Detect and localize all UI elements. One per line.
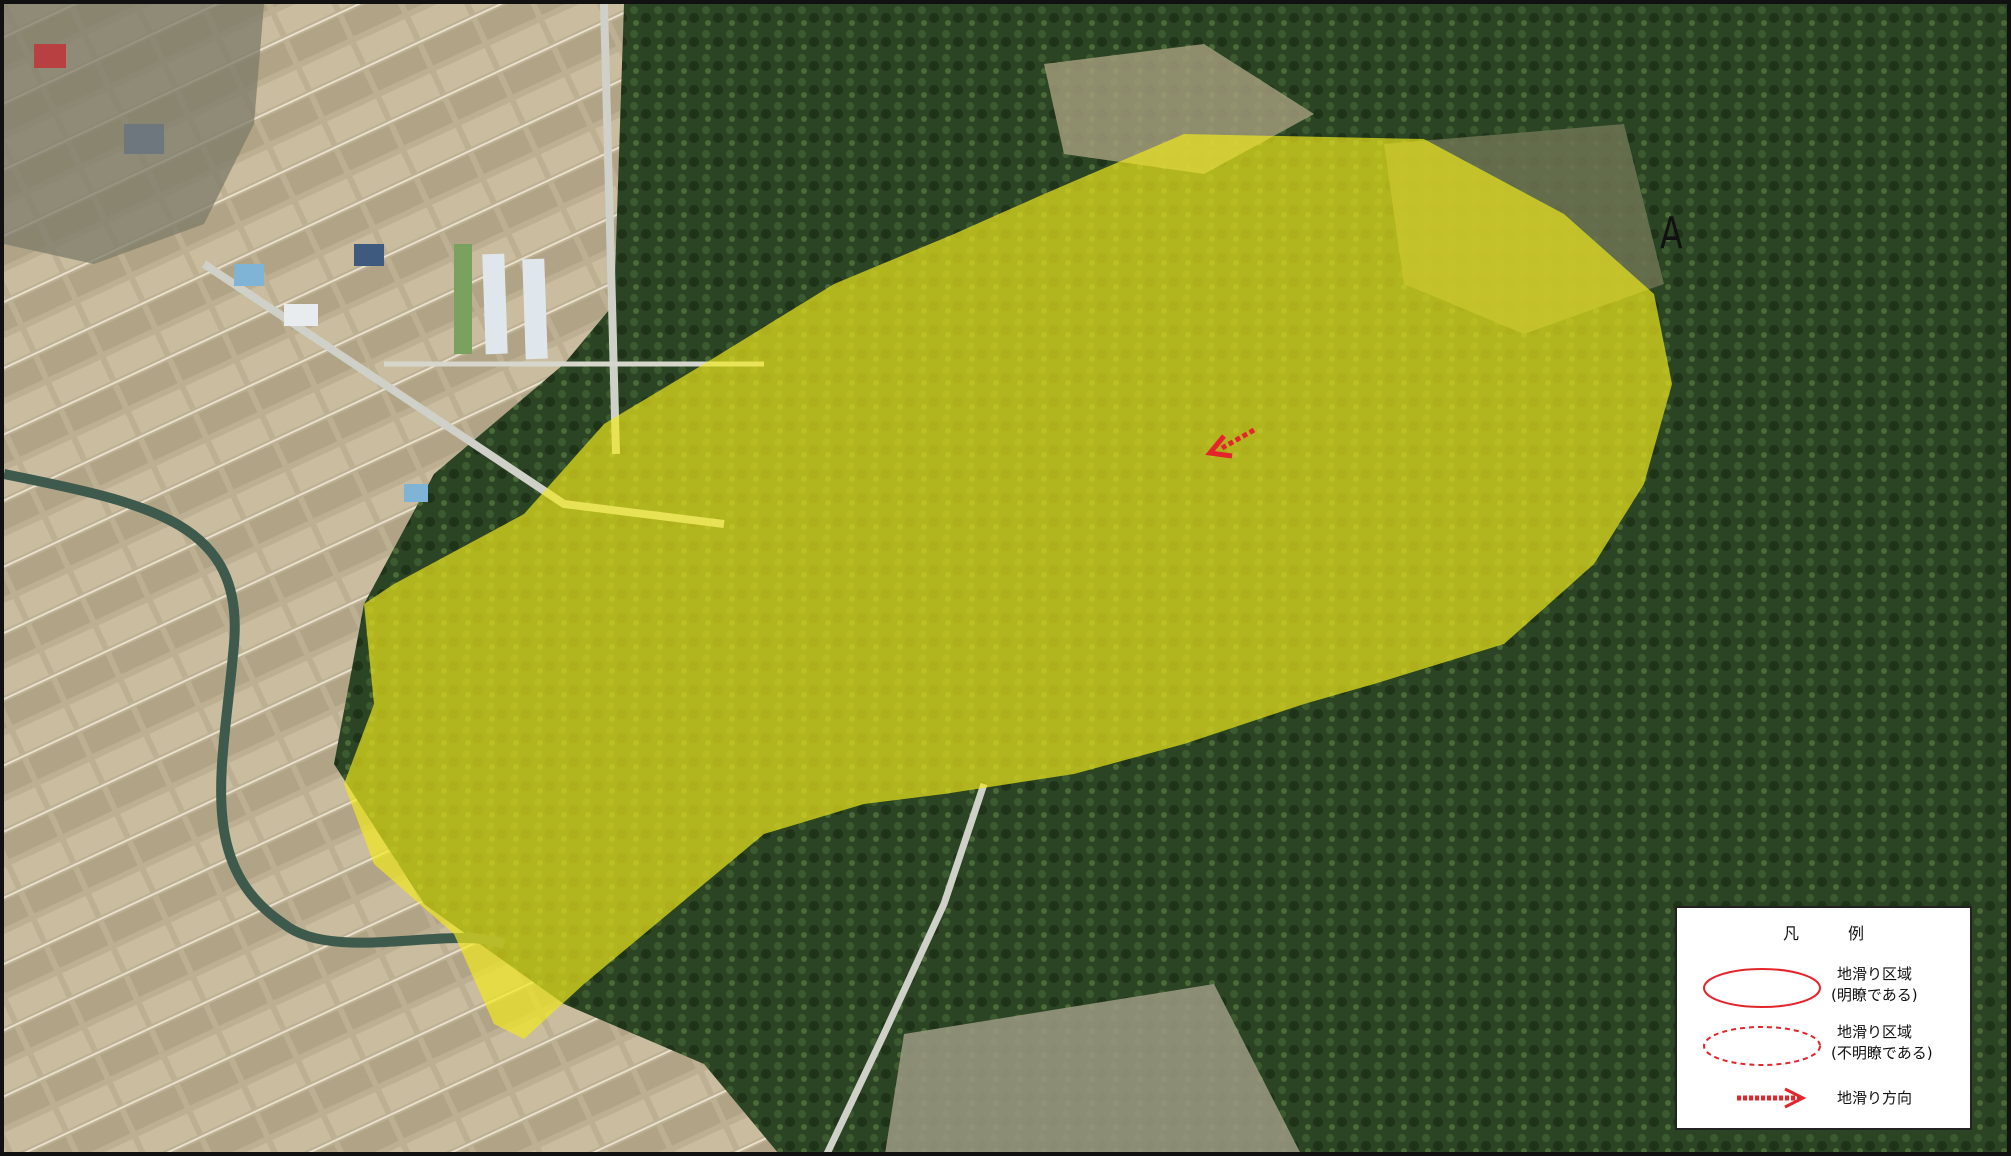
legend-label: 地滑り区域 [1837, 965, 1913, 983]
legend-item-unclear-landslide: 地滑り区域 (不明瞭である) [1697, 1020, 1957, 1070]
landslide-direction-arrow [1205, 427, 1256, 459]
legend-item-clear-landslide: 地滑り区域 (明瞭である) [1697, 962, 1957, 1012]
legend-text: 地滑り方向 [1837, 1088, 1912, 1109]
legend-title: 凡 例 [1782, 924, 1887, 943]
aerial-photo [4, 4, 2007, 1152]
legend-item-direction: 地滑り方向 [1697, 1080, 1957, 1130]
legend-sublabel: (不明瞭である) [1831, 1044, 1933, 1062]
legend-label: 地滑り区域 [1837, 1023, 1913, 1041]
solid-ellipse-icon [1703, 968, 1821, 1008]
legend-sublabel: (明瞭である) [1831, 986, 1918, 1004]
point-label-a: A [1660, 208, 1683, 259]
dashed-ellipse-icon [1703, 1026, 1821, 1066]
legend-text: 地滑り区域 (不明瞭である) [1831, 1022, 1933, 1064]
legend-text: 地滑り区域 (明瞭である) [1831, 964, 1918, 1006]
dashed-arrow-icon [1737, 1087, 1807, 1109]
landslide-area[interactable] [344, 134, 1672, 1039]
map-legend: 凡 例 地滑り区域 (明瞭である) 地滑り区域 (不明瞭である) 地滑り方向 [1675, 906, 1972, 1130]
legend-label: 地滑り方向 [1837, 1089, 1913, 1107]
